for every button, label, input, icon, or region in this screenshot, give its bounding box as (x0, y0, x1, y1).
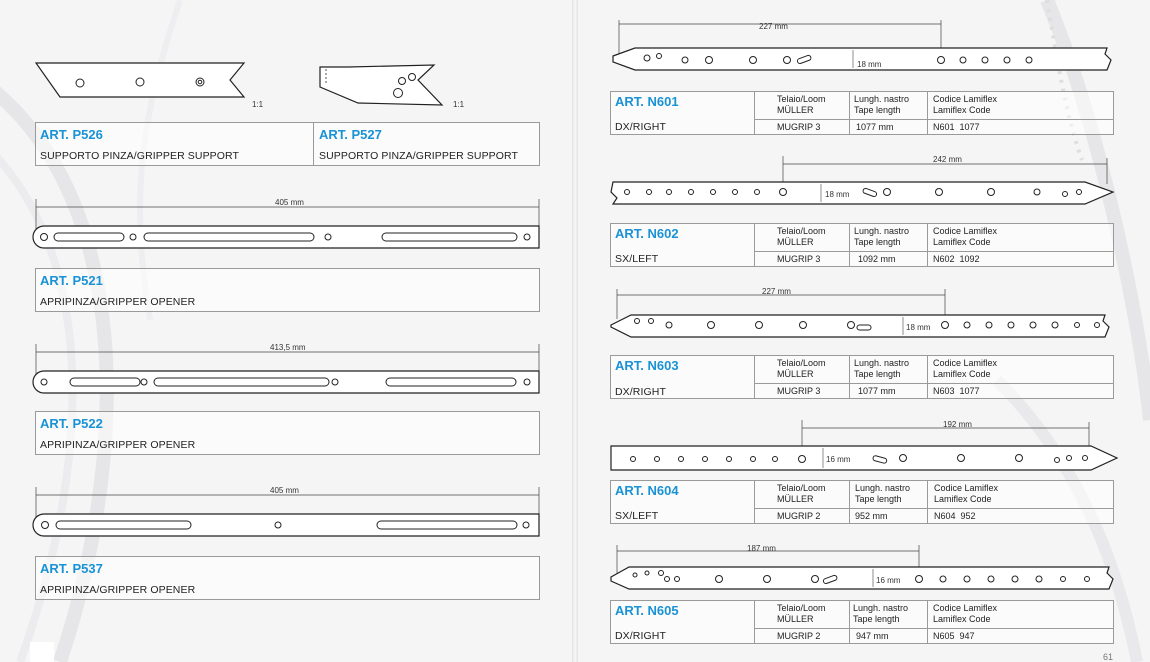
n604-art: ART. N604 (615, 483, 679, 498)
n602-dim: 242 mm (933, 155, 962, 164)
n601-drawing: 227 mm 18 mm (612, 20, 1112, 71)
n604-dim: 192 mm (943, 420, 972, 429)
p527-desc: SUPPORTO PINZA/GRIPPER SUPPORT (319, 150, 519, 162)
p526-desc: SUPPORTO PINZA/GRIPPER SUPPORT (40, 150, 240, 162)
n601-code: N601 1077 (933, 122, 980, 132)
n605-width: 16 mm (876, 576, 901, 585)
n602-drawing: 242 mm 18 mm (610, 155, 1115, 205)
n604-side: SX/LEFT (615, 510, 659, 522)
n601-side: DX/RIGHT (615, 121, 666, 133)
p522-art: ART. P522 (40, 416, 103, 431)
n605-table (610, 600, 1114, 644)
n604-code: N604 952 (934, 511, 976, 521)
n603-art: ART. N603 (615, 358, 679, 373)
n603-width: 18 mm (906, 323, 931, 332)
p522-dim: 413,5 mm (270, 343, 306, 352)
n603-table (610, 355, 1114, 399)
n603-drawing: 227 mm 18 mm (610, 287, 1110, 338)
p526-art: ART. P526 (40, 127, 103, 142)
n603-code: N603 1077 (933, 386, 980, 396)
p521-desc: APRIPINZA/GRIPPER OPENER (40, 296, 196, 308)
p522-desc: APRIPINZA/GRIPPER OPENER (40, 439, 196, 451)
p537-drawing: 405 mm (32, 486, 540, 537)
p521-box (35, 268, 540, 312)
p527-drawing (319, 64, 444, 106)
n601-art: ART. N601 (615, 94, 679, 109)
n602-length: 1092 mm (858, 254, 896, 264)
page-number: 61 (1103, 652, 1114, 662)
n605-code: N605 947 (933, 631, 975, 641)
p537-art: ART. P537 (40, 561, 103, 576)
p527-scale: 1:1 (453, 100, 465, 109)
n603-loom: MUGRIP 3 (777, 386, 821, 396)
n601-dim: 227 mm (759, 22, 788, 31)
p527-art: ART. P527 (319, 127, 382, 142)
n603-dim: 227 mm (762, 287, 791, 296)
p521-art: ART. P521 (40, 273, 103, 288)
n604-length: 952 mm (855, 511, 888, 521)
n605-loom: MUGRIP 2 (777, 631, 821, 641)
n602-art: ART. N602 (615, 226, 679, 241)
n603-side: DX/RIGHT (615, 386, 666, 398)
n601-width: 18 mm (857, 60, 882, 69)
n602-code: N602 1092 (933, 254, 980, 264)
n604-drawing: 192 mm 16 mm (610, 420, 1119, 471)
n605-dim: 187 mm (747, 544, 776, 553)
n605-length: 947 mm (856, 631, 889, 641)
p522-box (35, 411, 540, 455)
n601-length: 1077 mm (856, 122, 894, 132)
p526-p527-box (35, 122, 540, 166)
p537-dim: 405 mm (270, 486, 299, 495)
p526-scale: 1:1 (252, 100, 264, 109)
p522-drawing: 413,5 mm (32, 343, 540, 394)
p521-dim: 405 mm (275, 198, 304, 207)
p521-drawing: 405 mm (32, 198, 540, 249)
right-page: 227 mm 18 mm 242 mm 18 mm (577, 0, 1150, 662)
n605-drawing: 187 mm 16 mm (610, 544, 1114, 590)
p526-drawing (34, 62, 246, 98)
n605-art: ART. N605 (615, 603, 679, 618)
book-spine (572, 0, 578, 662)
n602-side: SX/LEFT (615, 253, 659, 265)
n605-side: DX/RIGHT (615, 630, 666, 642)
n601-table (610, 91, 1114, 135)
left-page: 1:1 1:1 ART. P526 SUPPORTO PINZA/GRIPPER… (0, 0, 573, 662)
n603-length: 1077 mm (858, 386, 896, 396)
p537-box (35, 556, 540, 600)
n604-width: 16 mm (826, 455, 851, 464)
n601-loom: MUGRIP 3 (777, 122, 821, 132)
p537-desc: APRIPINZA/GRIPPER OPENER (40, 584, 196, 596)
n604-table (610, 480, 1114, 524)
n604-loom: MUGRIP 2 (777, 511, 821, 521)
n602-width: 18 mm (825, 190, 850, 199)
corner-tab (30, 642, 54, 662)
n602-loom: MUGRIP 3 (777, 254, 821, 264)
n602-table (610, 223, 1114, 267)
